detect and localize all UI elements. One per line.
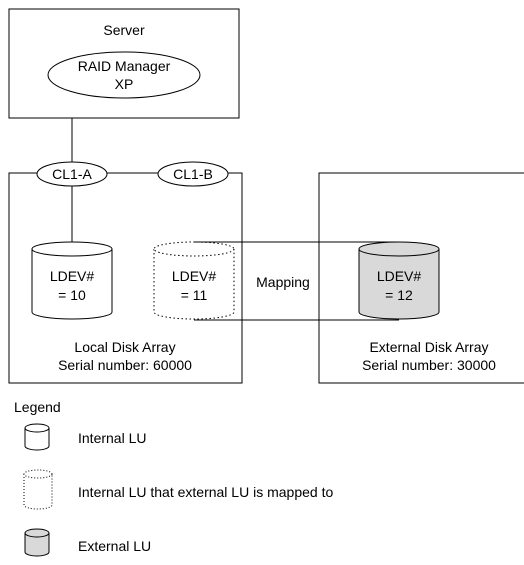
legend-external-lu: External LU — [24, 528, 151, 557]
external-lu-icon-body — [24, 533, 50, 557]
ldev10-label-line2: = 10 — [58, 287, 86, 303]
ldev11-top — [153, 241, 235, 257]
legend: Legend Internal LU Internal LU that exte… — [14, 399, 333, 557]
external-array-serial: Serial number: 30000 — [362, 357, 496, 373]
port-cl1b-ellipse — [157, 161, 229, 187]
port-cl1a: CL1-A — [36, 161, 108, 187]
ldev12-body — [358, 249, 440, 320]
raid-manager-label-line1: RAID Manager — [78, 58, 171, 74]
legend-mapped-lu: Internal LU that external LU is mapped t… — [23, 469, 333, 510]
server-title: Server — [103, 22, 145, 38]
port-cl1b: CL1-B — [157, 161, 229, 187]
legend-title: Legend — [14, 399, 61, 415]
local-array-serial: Serial number: 60000 — [58, 357, 192, 373]
ldev11-body — [153, 249, 235, 320]
ldev11-label-line2: = 11 — [181, 287, 208, 303]
ldev10-cylinder: LDEV# = 10 — [31, 241, 113, 320]
mapped-lu-icon-body — [23, 474, 53, 510]
server-node: Server RAID Manager XP — [8, 8, 240, 119]
port-cl1a-label: CL1-A — [52, 166, 92, 182]
mapping-label: Mapping — [256, 274, 310, 290]
ldev10-body — [31, 249, 113, 320]
legend-internal-lu-label: Internal LU — [78, 430, 146, 446]
ldev12-top — [358, 241, 440, 257]
internal-lu-icon-body — [24, 428, 50, 451]
local-array-name: Local Disk Array — [74, 339, 175, 355]
ldev12-label-line2: = 12 — [385, 287, 413, 303]
ldev11-label-line1: LDEV# — [172, 268, 217, 284]
port-cl1b-label: CL1-B — [173, 166, 213, 182]
legend-mapped-lu-label: Internal LU that external LU is mapped t… — [78, 484, 333, 500]
ldev12-cylinder: LDEV# = 12 — [358, 241, 440, 320]
raid-manager-label-line2: XP — [115, 76, 134, 92]
ldev12-label-line1: LDEV# — [377, 268, 422, 284]
mapped-lu-icon-top — [23, 469, 53, 479]
legend-internal-lu: Internal LU — [24, 423, 146, 451]
legend-external-lu-label: External LU — [78, 538, 151, 554]
ldev10-top — [31, 241, 113, 257]
raid-manager-ellipse — [47, 51, 201, 99]
ldev10-label-line1: LDEV# — [50, 268, 95, 284]
external-array-name: External Disk Array — [369, 339, 488, 355]
external-lu-icon-top — [24, 528, 50, 538]
ldev11-cylinder: LDEV# = 11 — [153, 241, 235, 320]
internal-lu-icon-top — [24, 423, 50, 433]
